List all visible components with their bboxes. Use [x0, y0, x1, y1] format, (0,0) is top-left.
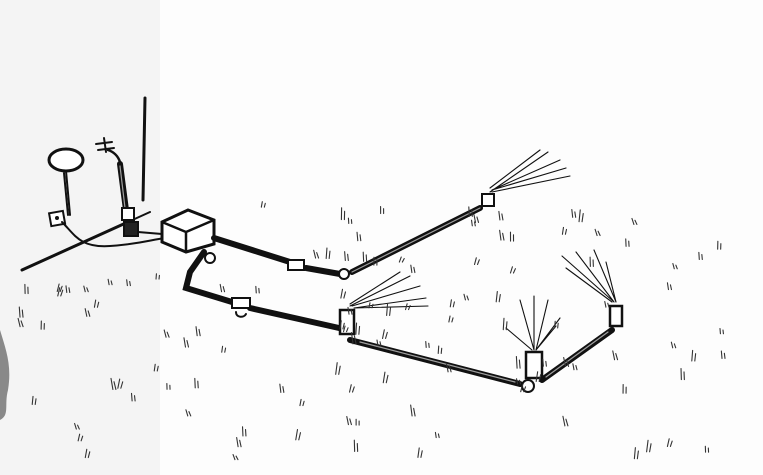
- grass-tuft: [280, 384, 284, 392]
- grass-tuft: [721, 351, 725, 358]
- grass-tuft: [233, 455, 238, 460]
- grass-tuft: [667, 439, 672, 447]
- grass-tuft: [387, 304, 391, 315]
- grass-tuft: [383, 330, 388, 339]
- valve: [205, 253, 534, 392]
- grass-tuft: [503, 318, 507, 329]
- grass-tuft: [399, 257, 404, 262]
- grass-tuft: [562, 227, 566, 234]
- grass-tuft: [595, 229, 600, 235]
- grass-tuft: [681, 369, 684, 380]
- grass-tuft: [381, 207, 384, 214]
- grass-tuft: [623, 385, 626, 394]
- grass-tuft: [632, 218, 637, 224]
- grass-tuft: [326, 248, 330, 258]
- grass-tuft: [222, 346, 226, 352]
- grass-tuft: [356, 323, 360, 334]
- grass-tuft: [438, 346, 442, 353]
- grass-tuft: [345, 252, 349, 261]
- grass-tuft: [167, 384, 170, 390]
- grass-tuft: [510, 267, 515, 273]
- grass-tuft: [499, 211, 503, 219]
- grass-tuft: [718, 241, 721, 249]
- grass-tuft: [634, 448, 638, 459]
- grass-tuft: [341, 208, 344, 220]
- grass-tuft: [336, 363, 340, 375]
- grass-tuft: [363, 252, 366, 261]
- grass-tuft: [705, 446, 708, 452]
- grass-tuft: [626, 239, 629, 246]
- grass-tuft: [496, 292, 500, 302]
- grass-tuft: [435, 432, 439, 437]
- grass-tuft: [350, 385, 355, 392]
- grass-tuft: [579, 210, 583, 222]
- grass-tuft: [356, 419, 359, 425]
- grass-tuft: [341, 289, 346, 298]
- grass-tuft: [418, 448, 422, 457]
- grass-tuft: [164, 330, 169, 337]
- grass-tuft: [692, 350, 696, 361]
- grass-tuft: [450, 300, 454, 307]
- grass-tuft: [237, 438, 241, 447]
- grass-tuft: [186, 410, 191, 416]
- wall-shade: [0, 0, 160, 475]
- grass-tuft: [348, 218, 351, 223]
- grass-tuft: [474, 215, 479, 223]
- grass-tuft: [671, 342, 675, 348]
- grass-tuft: [572, 210, 576, 218]
- grass-tuft: [195, 378, 198, 387]
- grass-tuft: [347, 417, 352, 425]
- grass-tuft: [296, 430, 301, 440]
- grass-tuft: [699, 252, 702, 259]
- grass-tuft: [196, 327, 200, 336]
- grass-tuft: [464, 294, 468, 300]
- grass-tuft: [449, 316, 453, 322]
- grass-tuft: [357, 232, 361, 240]
- grass-tuft: [667, 283, 671, 290]
- grass-tuft: [516, 357, 520, 369]
- grass-tuft: [573, 364, 577, 370]
- grass-tuft: [605, 302, 609, 308]
- grass-tuft: [563, 416, 568, 426]
- pipe-network: [186, 208, 612, 384]
- grass-tuft: [411, 265, 415, 272]
- grass-tuft: [383, 372, 388, 383]
- grass-tuft: [647, 440, 651, 451]
- grass-tuft: [673, 264, 677, 269]
- grass-tuft: [184, 338, 189, 347]
- grass-tuft: [720, 329, 723, 334]
- grass-tuft: [613, 351, 618, 360]
- grass-tuft: [590, 257, 593, 266]
- grass-tuft: [256, 286, 259, 293]
- grass-tuft: [314, 250, 319, 258]
- grass-tuft: [261, 202, 265, 207]
- grass-tuft: [411, 405, 415, 416]
- grass-tuft: [500, 230, 504, 240]
- grass-tuft: [510, 232, 513, 241]
- grass-tuft: [300, 399, 304, 405]
- grass-tuft: [543, 359, 547, 366]
- grass-tuft: [243, 427, 246, 436]
- grass-tuft: [220, 284, 224, 291]
- grass-tuft: [354, 440, 357, 451]
- grass-tuft: [475, 258, 480, 265]
- grass-tuft: [426, 342, 429, 348]
